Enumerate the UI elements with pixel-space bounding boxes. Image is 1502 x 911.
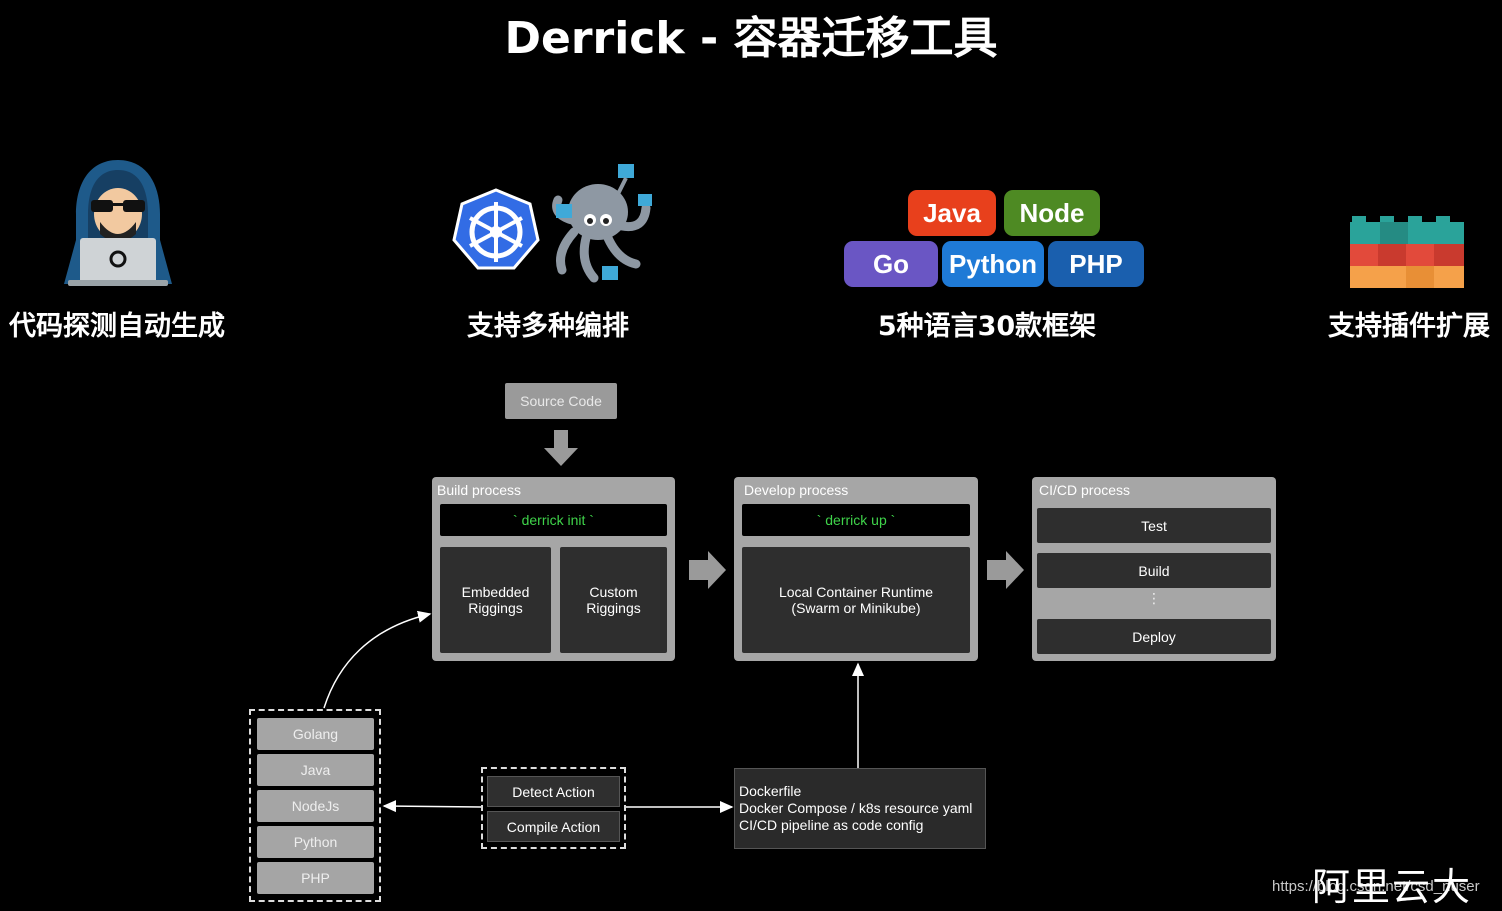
local-runtime-box: Local Container Runtime (Swarm or Miniku… — [742, 547, 970, 653]
watermark-brand: 阿里云大 — [1312, 865, 1473, 909]
config-cicd-pipeline: CI/CD pipeline as code config — [739, 817, 924, 833]
cicd-step-deploy: Deploy — [1037, 619, 1271, 654]
hacker-laptop-icon — [64, 160, 172, 286]
language-item-php: PHP — [257, 862, 374, 894]
feature-label-orchestration: 支持多种编排 — [467, 311, 629, 342]
custom-riggings-box: Custom Riggings — [560, 547, 667, 653]
action-to-languages-arrow — [382, 800, 483, 813]
config-dockerfile: Dockerfile — [739, 783, 802, 799]
plugin-blocks-icon — [1350, 216, 1464, 288]
language-item-java: Java — [257, 754, 374, 786]
build-process-panel: Build process ` derrick init ` Embedded … — [432, 477, 675, 661]
build-process-title: Build process — [437, 482, 522, 498]
derrick-up-command: ` derrick up ` — [742, 504, 970, 536]
language-tags-icon: Java Node Go Python PHP — [844, 190, 1146, 290]
develop-process-title: Develop process — [744, 482, 849, 498]
tag-php: PHP — [1048, 241, 1144, 287]
tag-python: Python — [942, 241, 1044, 287]
cicd-process-panel: CI/CD process Test Build ⋮ Deploy — [1032, 477, 1276, 661]
source-code-box: Source Code — [505, 383, 617, 419]
watermark-url: https://blog.csdn.net/csd_nuser — [1272, 878, 1480, 895]
tag-java: Java — [908, 190, 996, 236]
feature-label-code-detect: 代码探测自动生成 — [9, 311, 225, 342]
detect-action: Detect Action — [487, 776, 620, 807]
block-arrows — [544, 430, 1024, 589]
actions-group: Detect Action Compile Action — [481, 767, 626, 849]
config-compose-k8s: Docker Compose / k8s resource yaml — [739, 800, 973, 816]
embedded-riggings-box: Embedded Riggings — [440, 547, 551, 653]
tag-node: Node — [1004, 190, 1100, 236]
compile-action: Compile Action — [487, 811, 620, 842]
language-item-nodejs: NodeJs — [257, 790, 374, 822]
kubernetes-docker-icon — [452, 164, 652, 283]
languages-group: Golang Java NodeJs Python PHP — [249, 709, 381, 902]
cicd-dots: ⋮ — [1147, 591, 1161, 607]
language-item-golang: Golang — [257, 718, 374, 750]
language-item-python: Python — [257, 826, 374, 858]
cicd-step-build: Build — [1037, 553, 1271, 588]
languages-to-riggings-arrow — [323, 610, 432, 709]
feature-label-plugins: 支持插件扩展 — [1328, 311, 1490, 342]
cicd-step-test: Test — [1037, 508, 1271, 543]
page-title: Derrick - 容器迁移工具 — [504, 13, 998, 64]
tag-go: Go — [844, 241, 938, 287]
cicd-process-title: CI/CD process — [1039, 482, 1131, 498]
derrick-init-command: ` derrick init ` — [440, 504, 667, 536]
generated-config-box: Dockerfile Docker Compose / k8s resource… — [734, 768, 986, 849]
develop-process-panel: Develop process ` derrick up ` Local Con… — [734, 477, 978, 661]
feature-label-languages: 5种语言30款框架 — [877, 311, 1097, 342]
